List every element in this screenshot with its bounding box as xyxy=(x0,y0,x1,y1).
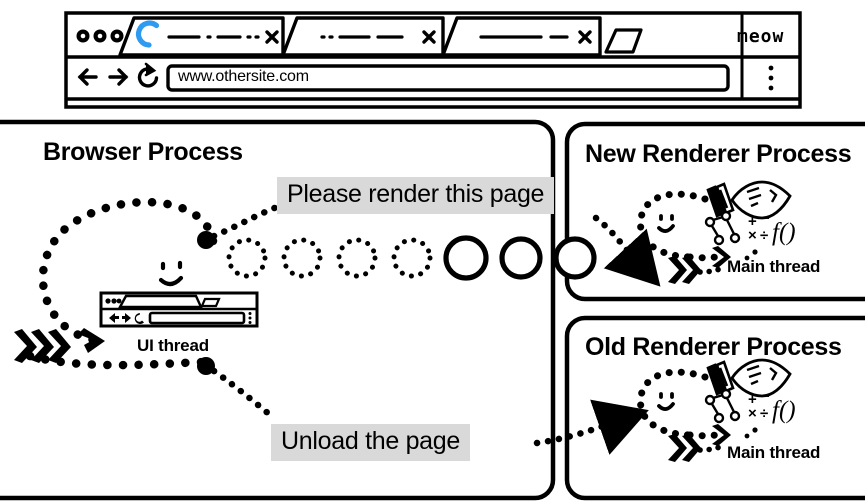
tab-3-close-icon xyxy=(578,30,592,44)
node-tree-icon xyxy=(704,210,741,246)
svg-text:+: + xyxy=(748,213,757,230)
ui-thread-browser-icon xyxy=(99,291,259,328)
math-symbols-icon: +− ×÷ xyxy=(748,388,770,422)
thread-label-main-thread-old: Main thread xyxy=(727,443,821,462)
tab-2-close-icon xyxy=(422,30,436,44)
progress-circle-hollow-4 xyxy=(391,237,433,279)
panel-title-old-renderer-process: Old Renderer Process xyxy=(585,333,842,361)
chevron-arrows-icon xyxy=(668,434,701,462)
thread-label-main-thread-new: Main thread xyxy=(727,257,821,276)
chevron-arrows-icon xyxy=(668,256,701,284)
smiley-face-icon xyxy=(657,392,675,411)
progress-circle-hollow-2 xyxy=(281,237,323,279)
panel-title-browser-process: Browser Process xyxy=(43,138,243,166)
smiley-face-icon xyxy=(657,214,675,233)
new-renderer-thread-graphic: +− ×÷ f() xyxy=(637,180,796,284)
browser-tab-2[interactable] xyxy=(281,16,445,57)
new-renderer-process-panel-outline xyxy=(564,121,865,302)
progress-circle-hollow-1 xyxy=(226,237,268,279)
ui-thread-event-loop xyxy=(14,197,218,370)
svg-text:−: − xyxy=(761,388,770,405)
browser-process-panel-outline xyxy=(0,119,556,501)
open-book-icon xyxy=(730,180,792,220)
ui-thread-toolbar-icons xyxy=(109,313,144,324)
math-symbols-icon: +− ×÷ xyxy=(748,210,770,244)
menu-icon xyxy=(768,65,774,91)
msg-unload-origin-dot xyxy=(197,357,215,375)
browser-tab-3[interactable] xyxy=(441,16,602,57)
reload-icon xyxy=(137,62,159,88)
message-arrow-unload xyxy=(197,357,649,455)
svg-text:×: × xyxy=(748,405,757,422)
node-tree-icon xyxy=(704,388,741,424)
tab-1-close-icon xyxy=(265,30,279,44)
svg-text:f(): f() xyxy=(772,219,796,246)
progress-circle-solid-3 xyxy=(553,236,597,280)
svg-text:+: + xyxy=(748,391,757,408)
thread-label-ui-thread: UI thread xyxy=(137,336,209,355)
function-fx-icon: f() xyxy=(772,397,796,424)
svg-text:f(): f() xyxy=(772,397,796,424)
svg-text:÷: ÷ xyxy=(760,405,768,422)
forward-icon xyxy=(108,68,129,86)
svg-text:÷: ÷ xyxy=(760,227,768,244)
new-tab-button[interactable] xyxy=(604,28,643,54)
browser-tab-1[interactable] xyxy=(118,16,285,57)
open-book-icon xyxy=(730,358,792,398)
progress-circle-hollow-3 xyxy=(336,237,378,279)
loading-spinner-icon xyxy=(135,20,160,48)
browser-brand-label: meow xyxy=(737,26,785,47)
message-arrow-render xyxy=(197,201,661,287)
chevron-arrows-icon xyxy=(14,329,71,363)
navigation-progress-circles xyxy=(226,235,597,281)
message-label-unload: Unload the page xyxy=(271,424,470,461)
message-label-render: Please render this page xyxy=(277,177,555,214)
smiley-face-icon xyxy=(158,260,184,287)
address-bar-input[interactable]: www.othersite.com xyxy=(178,68,309,85)
panel-title-new-renderer-process: New Renderer Process xyxy=(585,140,852,168)
svg-text:−: − xyxy=(761,210,770,227)
old-renderer-thread-graphic: +− ×÷ f() xyxy=(637,358,796,462)
books-icon xyxy=(706,360,735,396)
svg-text:×: × xyxy=(748,227,757,244)
progress-circle-solid-1 xyxy=(443,235,489,281)
progress-circle-solid-2 xyxy=(499,236,543,280)
old-renderer-process-panel-outline xyxy=(564,315,865,501)
back-icon xyxy=(77,68,98,86)
books-icon xyxy=(706,182,735,218)
msg-render-origin-dot xyxy=(197,231,215,249)
window-controls[interactable] xyxy=(76,29,124,43)
toolbar-icons[interactable] xyxy=(77,62,774,91)
address-bar-box xyxy=(166,64,730,92)
function-fx-icon: f() xyxy=(772,219,796,246)
